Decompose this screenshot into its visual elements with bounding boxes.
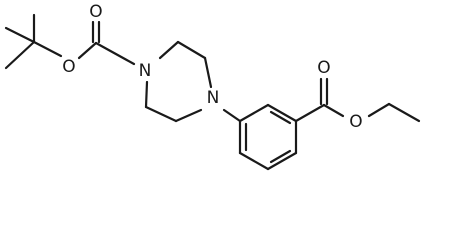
bond-ethyl: [387, 102, 421, 123]
ester-ether-oxygen-label: O: [349, 112, 362, 132]
atom-labels: O O N N O O: [61, 2, 365, 132]
bond-boc-carbon-to-n1: [94, 41, 136, 66]
boc-ester-oxygen-atom: O: [61, 57, 77, 77]
piperazine-n1-label: N: [139, 61, 152, 81]
bond-piperazine-e: [144, 105, 178, 123]
bond-phenyl-inner-2: [269, 149, 292, 164]
bond-oxygen-to-boc-carbon: [77, 41, 98, 60]
bond-phenyl-1: [238, 103, 270, 123]
bond-tbu-methyl-left: [4, 26, 36, 44]
bond-phenyl-4: [266, 151, 298, 171]
bond-phenyl-2: [266, 103, 298, 123]
bond-lines: [4, 13, 421, 171]
ester-carbonyl-oxygen-atom: O: [316, 58, 332, 78]
bond-ester-carbon-to-oxygen: [322, 103, 345, 118]
boc-carbonyl-oxygen-atom: O: [88, 2, 104, 22]
ester-ether-oxygen-atom: O: [347, 112, 365, 132]
bond-tbu-to-oxygen: [32, 40, 63, 58]
chemical-structure-diagram: O O N N O O: [4, 2, 421, 171]
bond-phenyl-inner-1: [269, 110, 292, 125]
bond-phenyl-5: [238, 151, 270, 171]
bond-oxygen-to-ethyl: [367, 102, 391, 118]
piperazine-n4-atom: N: [204, 88, 222, 108]
boc-carbonyl-oxygen-label: O: [89, 2, 102, 22]
bond-piperazine-d: [174, 108, 203, 123]
boc-ester-oxygen-label: O: [62, 57, 75, 77]
bond-phenyl-to-ester-carbon: [294, 103, 326, 123]
bond-n4-to-phenyl: [222, 108, 242, 123]
bond-piperazine-a: [158, 40, 180, 60]
ester-carbonyl-oxygen-label: O: [317, 58, 330, 78]
bond-piperazine-c: [203, 56, 213, 89]
bond-piperazine-b: [176, 40, 207, 60]
piperazine-n4-label: N: [207, 88, 220, 108]
piperazine-n1-atom: N: [136, 61, 154, 81]
bond-piperazine-f: [144, 80, 149, 109]
bond-tbu-methyl-bottom: [4, 40, 36, 70]
